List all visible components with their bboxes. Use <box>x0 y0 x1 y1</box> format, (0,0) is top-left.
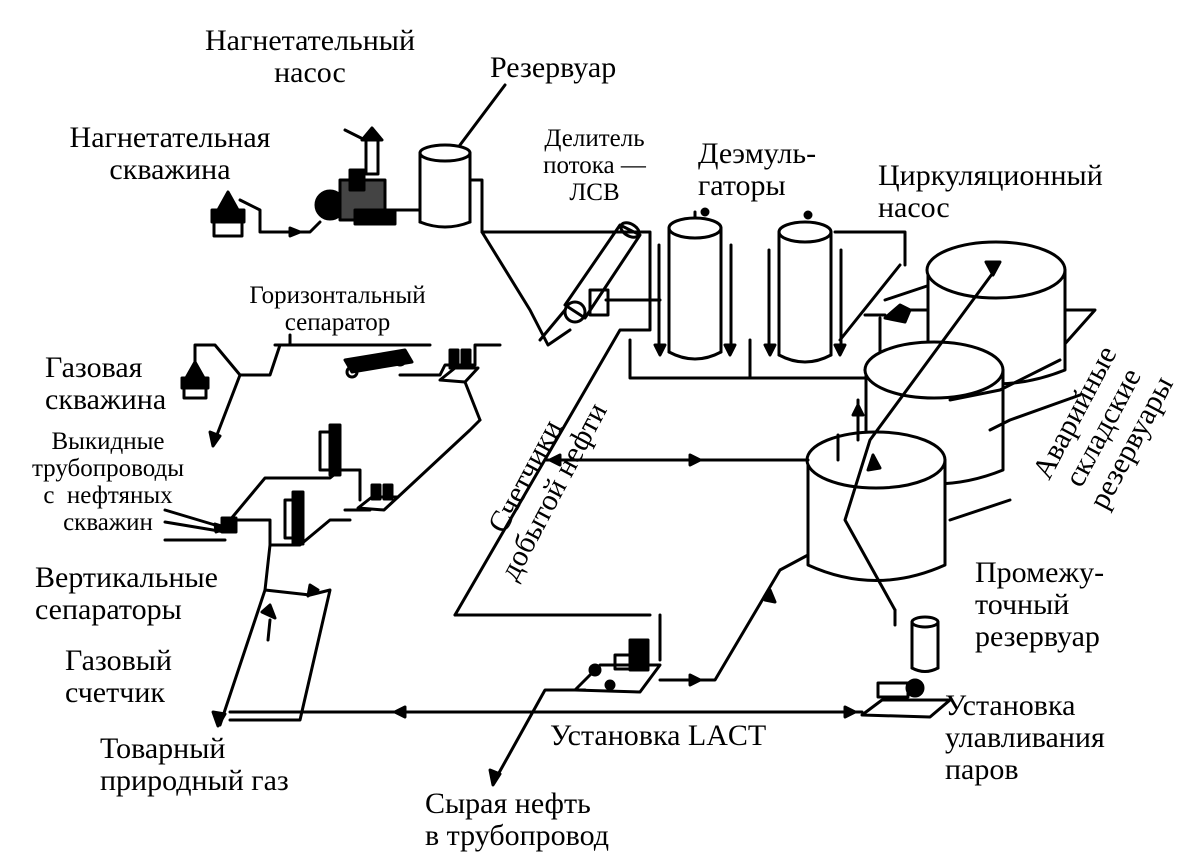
pipe-vert-sep-b <box>228 518 352 547</box>
pipe-injection <box>238 198 322 234</box>
vertical-separator-2-icon <box>283 490 305 546</box>
arrow-icon <box>688 673 702 687</box>
pipe-gas-sales-2 <box>218 543 272 727</box>
pipe-tank-link-3 <box>948 498 1012 522</box>
label-injection-pump: Нагнетательный насос <box>204 24 415 89</box>
intermediate-tank-icon <box>805 430 947 582</box>
pipe-meter-loop-left <box>453 303 652 617</box>
label-vertical-separators: Вертикальные сепараторы <box>35 561 218 626</box>
pipe-tank-link-2 <box>988 393 1082 432</box>
arrow-icon <box>211 710 227 728</box>
label-gas-meter: Газовый счетчик <box>65 644 172 709</box>
label-crude-to-pipeline: Сырая нефть в трубопровод <box>425 787 610 852</box>
flow-splitter-icon <box>563 221 642 324</box>
label-sales-gas: Товарный природный газ <box>100 732 289 797</box>
pipe-gas-sales <box>228 588 332 722</box>
arrow-icon <box>306 583 320 598</box>
label-circulation-pump: Циркуляционный насос <box>878 159 1103 224</box>
pipe-reservoir-out <box>468 178 612 234</box>
pipe-sep-meter <box>398 343 502 377</box>
arrow-icon <box>984 260 1002 277</box>
label-flow-splitter: Делитель потока — ЛСВ <box>543 125 646 206</box>
demulsifier-1-icon <box>653 207 737 361</box>
pipe-demuls-in <box>608 230 652 307</box>
horizontal-separator-icon <box>288 333 414 379</box>
arrow-icon <box>866 453 882 472</box>
circulation-pump-icon <box>863 303 912 324</box>
label-flowlines: Выкидные трубопроводы с нефтяных скважин <box>31 428 185 536</box>
manifold-icon <box>220 516 238 534</box>
arrow-icon <box>763 588 777 604</box>
arrow-icon <box>548 453 562 467</box>
label-vapor-recovery: Установка улавливания паров <box>945 689 1105 786</box>
arrow-icon <box>488 768 502 787</box>
vapor-recovery-icon <box>860 615 952 719</box>
reservoir-tank-icon <box>418 143 472 229</box>
leader-reservoir <box>458 83 507 147</box>
gas-meter-icon <box>260 603 277 620</box>
leader-injection-pump <box>343 128 367 142</box>
injection-well-icon <box>210 190 246 238</box>
pipe-gas-down <box>213 373 242 442</box>
arrow-icon <box>208 430 222 448</box>
pipe-lact-tank <box>658 553 810 682</box>
gas-well-icon <box>180 360 210 400</box>
demulsifier-2-icon <box>763 210 847 364</box>
label-reservoir: Резервуар <box>490 51 617 84</box>
arrow-icon <box>851 403 865 417</box>
pipe-meter-down <box>463 380 482 422</box>
lact-unit-icon <box>573 638 662 694</box>
pipe-to-meters <box>480 230 572 347</box>
label-demulsifiers: Деэмуль- гаторы <box>698 137 817 202</box>
pipe-tank-link <box>948 358 1062 402</box>
meter-2-icon <box>356 483 400 512</box>
label-intermediate-tank: Промежу- точный резервуар <box>975 556 1105 653</box>
arrow-icon <box>843 705 857 719</box>
label-gas-well: Газовая скважина <box>45 351 167 416</box>
pipe-top-right <box>833 230 907 267</box>
label-injection-well: Нагнетательная скважина <box>69 121 271 186</box>
arrow-icon <box>688 453 702 467</box>
vertical-separator-1-icon <box>318 423 342 477</box>
meter-1-icon <box>438 348 480 384</box>
pipe-meter-a <box>538 308 567 342</box>
leader-gas-meter <box>266 618 272 642</box>
injection-pump-icon <box>314 126 397 226</box>
pipe-through-tanks <box>843 268 997 612</box>
label-lact-unit: Установка LACT <box>550 719 767 752</box>
pipe-meter2 <box>396 418 482 499</box>
pipe-vert-sep-a <box>228 468 362 522</box>
label-horizontal-separator: Горизонтальный сепаратор <box>249 282 426 336</box>
pipe-to-pump <box>838 263 902 342</box>
pipe-crude-out <box>493 688 587 782</box>
arrow-icon <box>288 226 302 238</box>
arrow-icon <box>393 705 407 719</box>
